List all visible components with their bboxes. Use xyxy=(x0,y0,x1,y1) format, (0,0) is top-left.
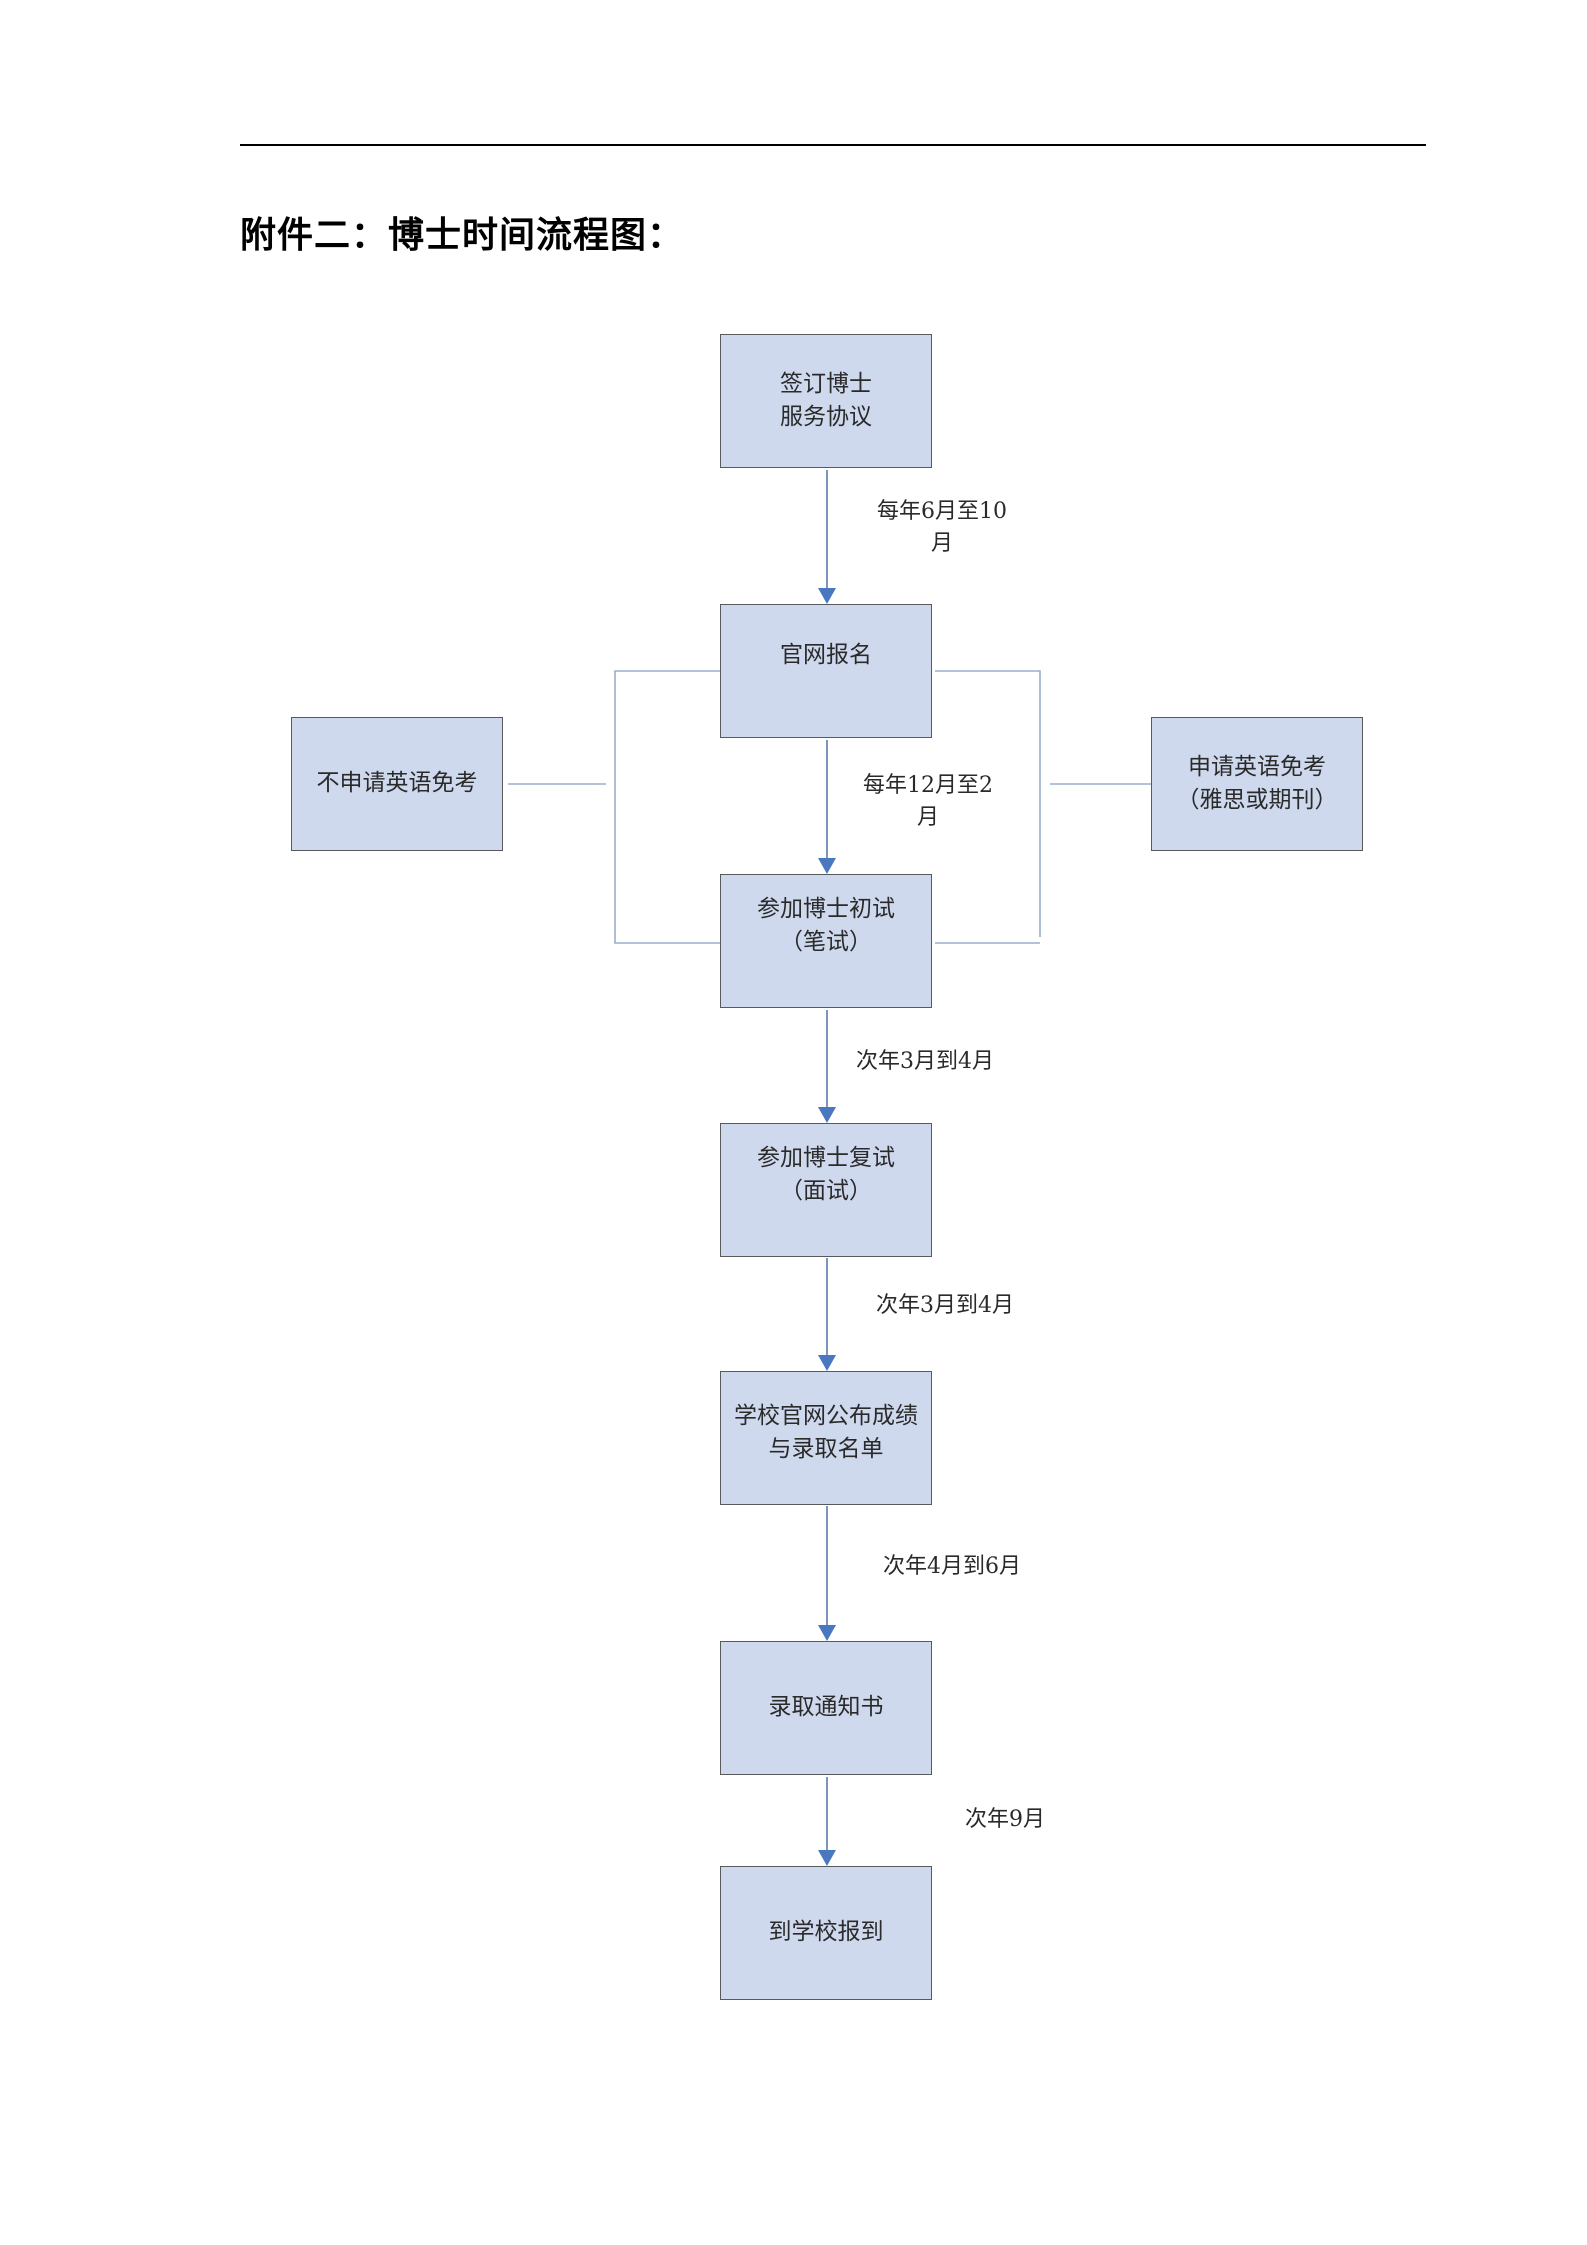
node-publish-results: 学校官网公布成绩 与录取名单 xyxy=(720,1371,932,1505)
edge-label-register-to-written: 每年12月至2 月 xyxy=(863,773,993,830)
arrowhead-letter-to-report xyxy=(818,1850,836,1866)
node-no-exemption-label: 不申请英语免考 xyxy=(316,770,478,797)
left-bracket-connector xyxy=(614,670,720,944)
right-bracket-connector xyxy=(935,670,1041,937)
node-publish-results-label: 学校官网公布成绩 与录取名单 xyxy=(734,1403,918,1463)
node-interview: 参加博士复试 （面试） xyxy=(720,1123,932,1257)
node-sign-agreement: 签订博士 服务协议 xyxy=(720,334,932,468)
node-apply-exemption: 申请英语免考 （雅思或期刊） xyxy=(1151,717,1363,851)
edge-label-sign-to-register: 每年6月至10 月 xyxy=(877,499,1007,556)
node-apply-exemption-label: 申请英语免考 （雅思或期刊） xyxy=(1176,753,1338,813)
node-sign-agreement-label: 签订博士 服务协议 xyxy=(780,370,872,430)
node-interview-label: 参加博士复试 （面试） xyxy=(757,1145,895,1205)
node-written-exam-label: 参加博士初试 （笔试） xyxy=(757,896,895,956)
edge-label-interview-to-results: 次年3月到4月 xyxy=(876,1293,1014,1318)
node-report-label: 到学校报到 xyxy=(768,1919,884,1946)
arrowhead-sign-to-register xyxy=(818,588,836,604)
node-no-exemption: 不申请英语免考 xyxy=(291,717,503,851)
arrowhead-interview-to-results xyxy=(818,1355,836,1371)
node-admission-letter: 录取通知书 xyxy=(720,1641,932,1775)
node-online-registration-label: 官网报名 xyxy=(780,642,872,668)
header-rule xyxy=(240,144,1426,146)
node-written-exam: 参加博士初试 （笔试） xyxy=(720,874,932,1008)
arrowhead-results-to-letter xyxy=(818,1625,836,1641)
edge-label-written-to-interview: 次年3月到4月 xyxy=(856,1049,994,1074)
edge-label-letter-to-report: 次年9月 xyxy=(965,1807,1045,1832)
node-report: 到学校报到 xyxy=(720,1866,932,2000)
edge-label-results-to-letter: 次年4月到6月 xyxy=(883,1554,1021,1579)
node-admission-letter-label: 录取通知书 xyxy=(768,1694,884,1721)
page-title: 附件二：博士时间流程图： xyxy=(240,214,685,256)
arrowhead-written-to-interview xyxy=(818,1107,836,1123)
node-online-registration: 官网报名 xyxy=(720,604,932,738)
arrowhead-register-to-written xyxy=(818,858,836,874)
